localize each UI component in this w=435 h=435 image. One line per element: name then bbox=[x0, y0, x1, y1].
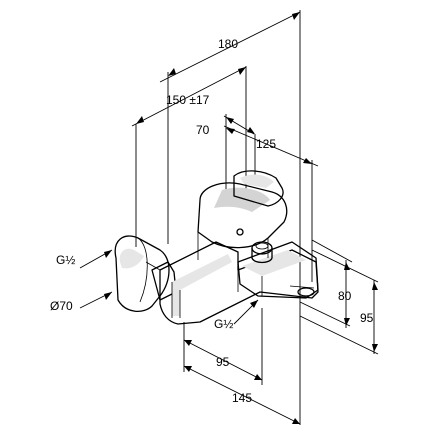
wall-rosette bbox=[114, 235, 170, 312]
dim-thread-bottom: G½ bbox=[214, 317, 233, 331]
dim-80: 80 bbox=[338, 289, 352, 303]
dim-diameter-70: Ø70 bbox=[50, 299, 73, 313]
dim-thread-left: G½ bbox=[56, 253, 75, 267]
set-screw bbox=[236, 228, 244, 236]
dimension-labels: 180 150 ±17 70 125 G½ Ø70 G½ 80 95 95 14… bbox=[50, 37, 374, 405]
dimension-arrows bbox=[104, 12, 378, 424]
dim-125: 125 bbox=[256, 137, 276, 151]
spout bbox=[237, 241, 319, 299]
dim-180: 180 bbox=[218, 37, 238, 51]
faucet-body bbox=[114, 170, 319, 325]
dim-95-horizontal: 95 bbox=[216, 355, 230, 369]
dim-145: 145 bbox=[232, 391, 252, 405]
lever-handle bbox=[233, 170, 284, 207]
cartridge-cover bbox=[197, 182, 288, 260]
dim-70: 70 bbox=[196, 123, 210, 137]
dim-95-vertical: 95 bbox=[360, 311, 374, 325]
dim-150-17: 150 ±17 bbox=[166, 93, 210, 107]
diverter-knob bbox=[251, 241, 273, 264]
